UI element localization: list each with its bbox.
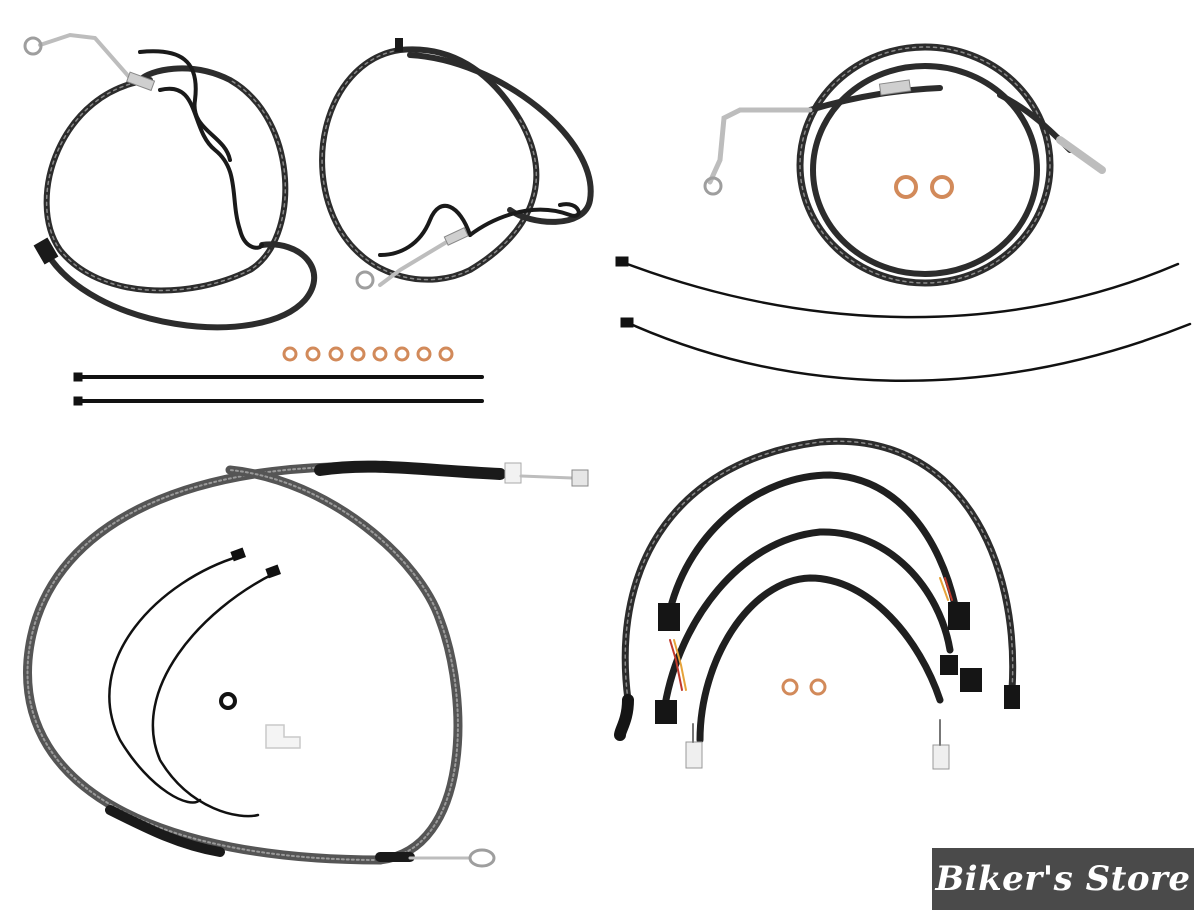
wiring-harness-extensions xyxy=(614,437,1020,770)
clutch-cable xyxy=(23,460,589,868)
brake-line-upper-left xyxy=(23,32,318,331)
o-ring xyxy=(219,692,237,710)
brake-line-upper-right xyxy=(703,43,1106,287)
copper-crush-washers xyxy=(282,175,954,696)
connector-clip xyxy=(265,724,301,749)
store-watermark: Biker's Store xyxy=(932,848,1194,910)
cable-ties xyxy=(73,256,1192,818)
brake-line-upper-center xyxy=(319,38,594,290)
watermark-text: Biker's Store xyxy=(935,859,1191,899)
